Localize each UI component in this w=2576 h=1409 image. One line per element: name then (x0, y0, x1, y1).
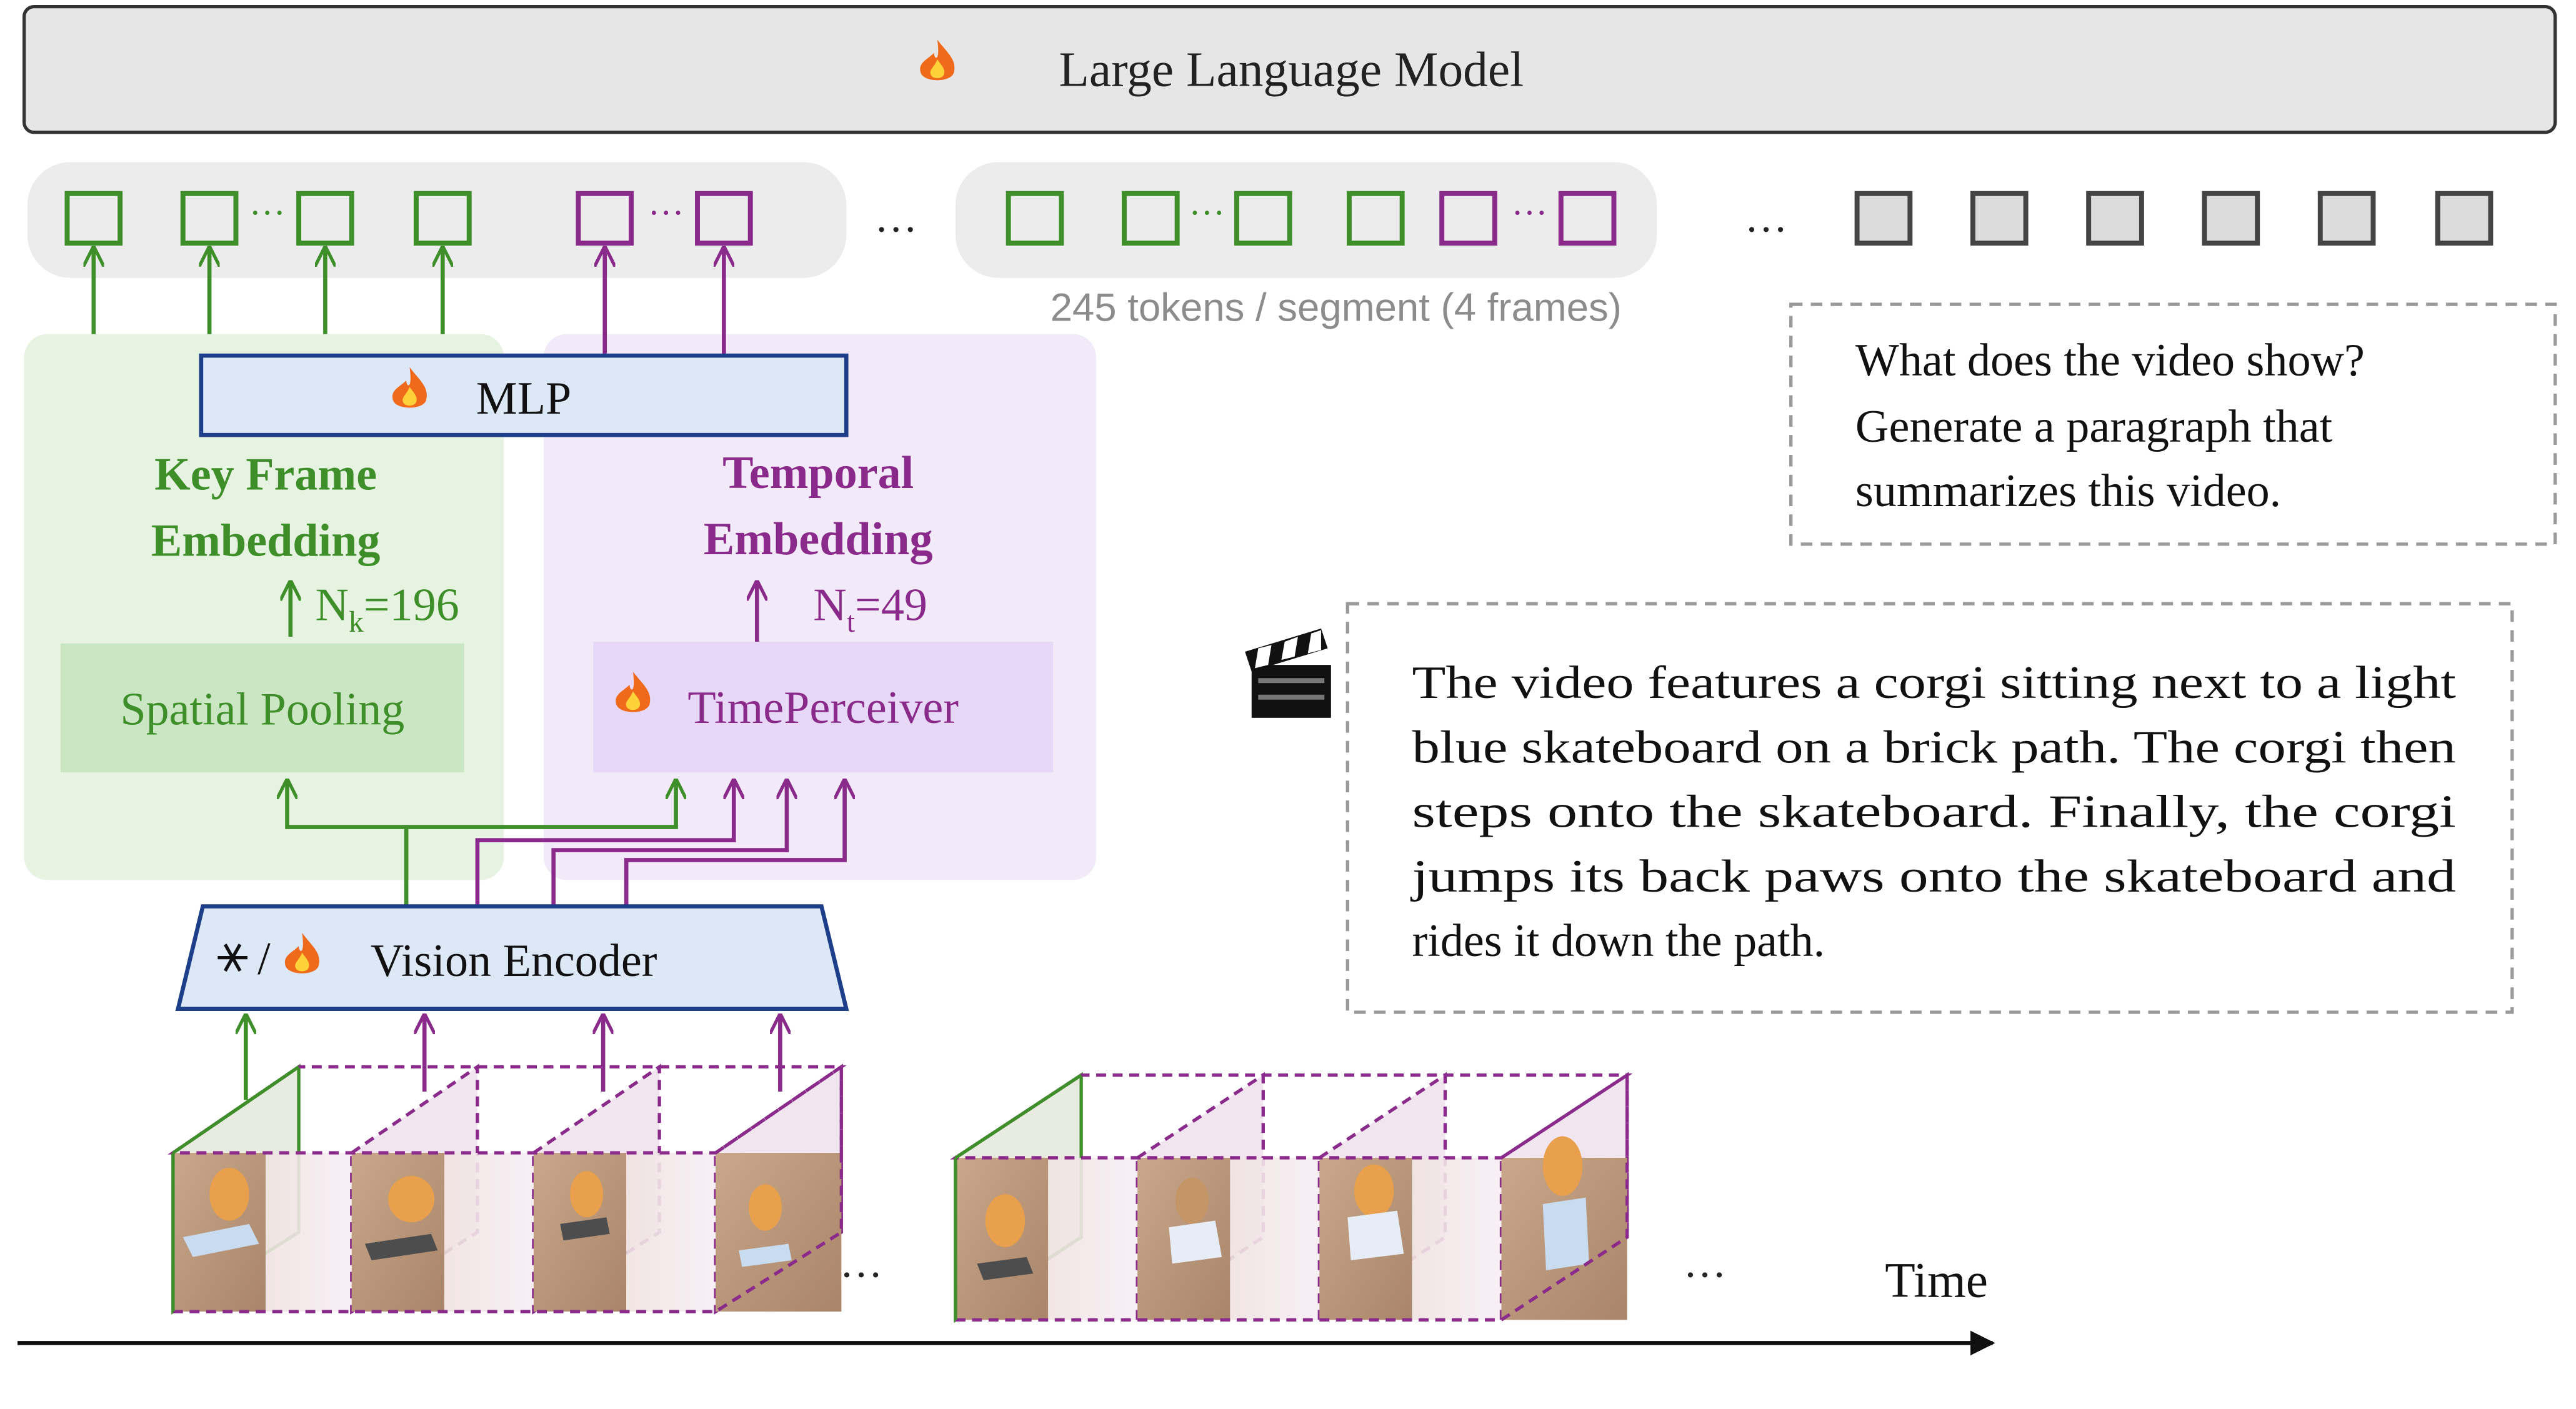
key-frame-title-line2: Embedding (151, 515, 381, 566)
token-ellipsis: ··· (1189, 192, 1225, 233)
answer-line: blue skateboard on a brick path. The cor… (1412, 722, 2456, 773)
token-ellipsis: ··· (648, 192, 684, 233)
question-line: summarizes this video. (1855, 466, 2281, 517)
question-line: Generate a paragraph that (1855, 401, 2333, 452)
answer-line: steps onto the skateboard. Finally, the … (1412, 787, 2456, 838)
encoder-connectors (287, 780, 845, 907)
key-frame-token (1346, 191, 1405, 246)
key-frame-title-line1: Key Frame (154, 449, 377, 500)
encoder-separator: / (257, 934, 271, 985)
token-ellipsis: ··· (249, 192, 286, 233)
temporal-token (695, 191, 753, 246)
temporal-token (576, 191, 634, 246)
key-frame-token (180, 191, 239, 246)
video-frame (1048, 1157, 1138, 1320)
key-frame-token (64, 191, 123, 246)
mlp-label: MLP (476, 373, 571, 424)
text-tokens (1854, 191, 2494, 246)
key-frame-token (1234, 191, 1292, 246)
text-token (2202, 191, 2260, 246)
vision-encoder-block: / Vision Encoder (175, 904, 849, 1012)
fire-icon (392, 367, 427, 408)
text-token (2086, 191, 2144, 246)
vision-encoder-label: Vision Encoder (371, 935, 657, 987)
answer-line: The video features a corgi sitting next … (1412, 657, 2457, 709)
key-frame-token (414, 191, 472, 246)
time-label: Time (1885, 1253, 1988, 1308)
frame-to-encoder-arrows (246, 1015, 780, 1100)
temporal-token (1439, 191, 1497, 246)
key-frame-token (296, 191, 354, 246)
question-box: What does the video show? Generate a par… (1789, 302, 2557, 546)
llm-block: Large Language Model (22, 4, 2557, 134)
text-token (2435, 191, 2494, 246)
clapperboard-icon (1245, 628, 1331, 718)
text-token (1854, 191, 1913, 246)
text-token (2317, 191, 2376, 246)
llm-label: Large Language Model (1059, 42, 1524, 97)
video-frame (1230, 1157, 1320, 1320)
temporal-title-line1: Temporal (722, 447, 914, 499)
answer-box: The video features a corgi sitting next … (1345, 602, 2514, 1014)
answer-line: rides it down the path. (1412, 915, 1825, 967)
timeperceiver-block: TimePerceiver (593, 642, 1054, 773)
answer-line: jumps its back paws onto the skateboard … (1410, 851, 2456, 902)
question-line: What does the video show? (1855, 335, 2365, 386)
segment-token-count: 245 tokens / segment (4 frames) (1051, 286, 1622, 330)
fire-icon (920, 39, 955, 81)
token-group-2: ··· ··· (1006, 191, 1617, 246)
snowflake-icon (217, 943, 247, 972)
fire-icon (616, 671, 651, 712)
temporal-title-line2: Embedding (704, 514, 933, 565)
key-frame-count: Nk=196 (316, 580, 459, 639)
mlp-to-token-arrows (94, 248, 724, 354)
token-group-1: ··· ··· (64, 191, 753, 246)
video-segment-1 (167, 1063, 847, 1315)
video-segment-2 (950, 1072, 1633, 1323)
timeperceiver-label: TimePerceiver (687, 682, 959, 734)
video-frame (266, 1153, 352, 1312)
text-token-ellipsis: … (1745, 194, 1788, 241)
temporal-token (1558, 191, 1617, 246)
video-frame (351, 1153, 444, 1312)
temporal-count: Nt=49 (813, 580, 927, 639)
fire-icon (284, 932, 319, 973)
video-frame (1412, 1157, 1502, 1320)
spatial-pooling-label: Spatial Pooling (120, 684, 404, 735)
segment-ellipsis: … (874, 194, 917, 241)
key-frame-token (1121, 191, 1180, 246)
video-frame (716, 1153, 842, 1312)
text-token (1970, 191, 2029, 246)
frames-ellipsis: … (840, 1239, 883, 1287)
video-frame (444, 1153, 534, 1312)
token-ellipsis: ··· (1511, 192, 1547, 233)
segments-ellipsis: … (1684, 1239, 1727, 1287)
spatial-pooling-block: Spatial Pooling (60, 643, 464, 773)
video-frame (626, 1153, 716, 1312)
mlp-block: MLP (199, 353, 849, 437)
key-frame-token (1006, 191, 1064, 246)
